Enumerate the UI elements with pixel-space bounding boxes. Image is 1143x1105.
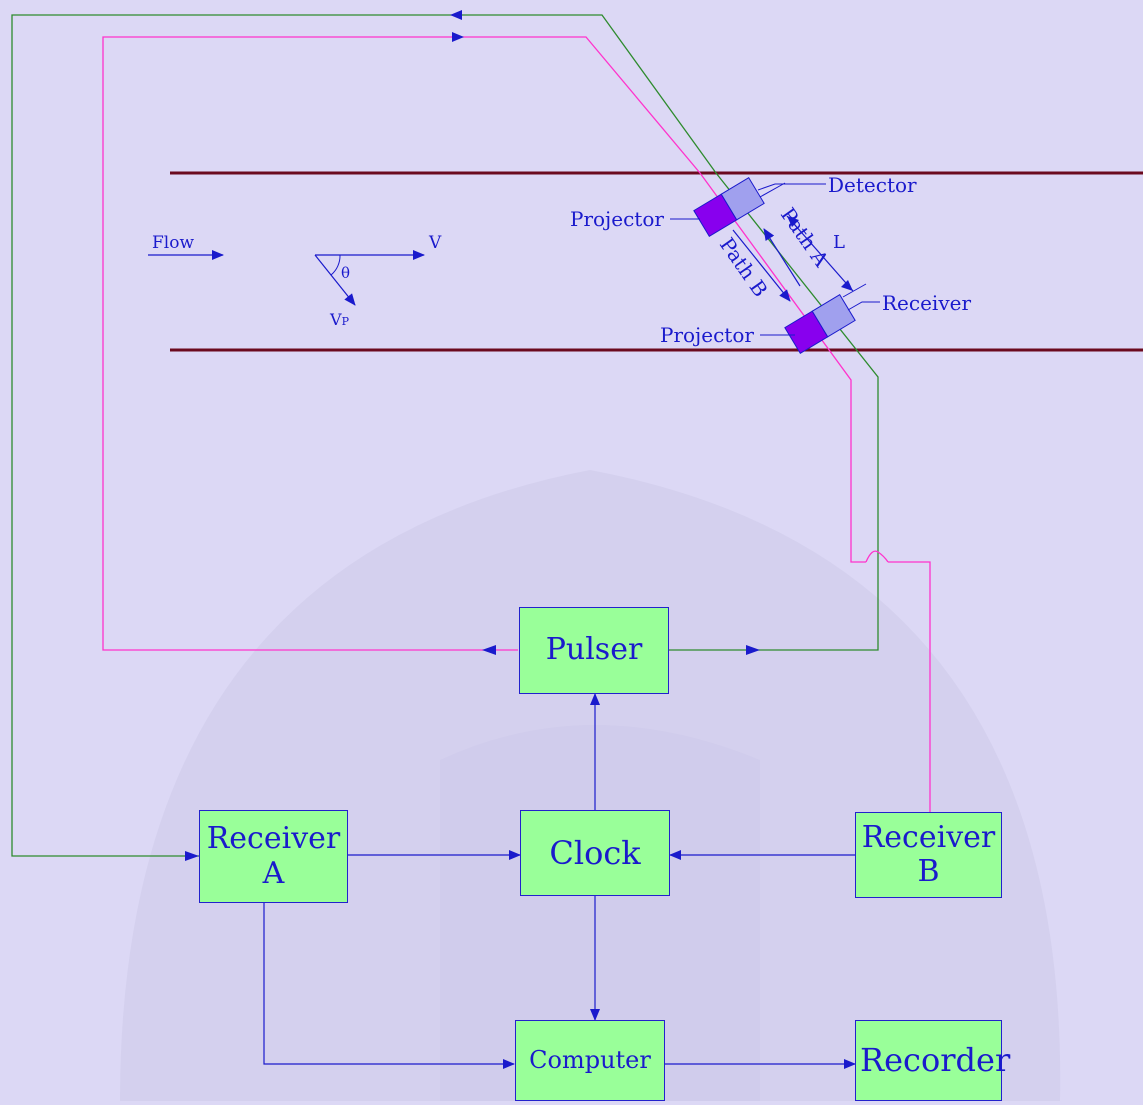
receiver-a-label-line1: Receiver [206,821,341,856]
flow-label: Flow [152,233,194,253]
pulser-label: Pulser [545,632,643,668]
projector-bottom-label: Projector [660,323,754,347]
computer-label: Computer [529,1045,651,1074]
receiver-b-label-line2: B [917,854,940,889]
length-dimension [786,215,854,292]
velocity-p-label: VP [329,310,350,329]
receiver-a-block: Receiver A [199,810,348,903]
receiver-b-label-line1: Receiver [861,819,996,855]
wire-arrow-top-magenta [452,32,464,42]
receiver-a-to-computer [263,903,515,1069]
wire-arrow-receiver-a [185,851,199,861]
theta-label: θ [341,264,350,282]
recorder-block: Recorder [855,1020,1010,1101]
receiver-b-block: Receiver B [855,812,1002,898]
theta-arc [330,254,341,276]
bottom-transducer [784,293,856,355]
clock-label: Clock [549,833,641,872]
receiver-label: Receiver [882,291,971,315]
background-dome [120,470,1061,1101]
velocity-p-arrow [314,254,356,306]
detector-leader [757,183,826,191]
wire-crossover-hop [865,550,889,563]
recorder-label: Recorder [860,1041,1011,1080]
path-b-wire [102,36,866,651]
receiver-a-label-line2: A [262,855,285,891]
path-b-arrow [732,229,791,302]
projector-top-label: Projector [570,207,664,231]
computer-block: Computer [515,1020,665,1101]
path-a-arrow [763,228,801,287]
length-label: L [833,232,845,253]
velocity-label: V [428,233,442,253]
detector-label: Detector [828,173,917,197]
receiver-leader [847,301,880,311]
pulser-block: Pulser [519,607,669,694]
path-b-wire-return [888,561,931,812]
top-transducer [693,176,765,238]
wire-arrow-pulser-right [746,645,760,655]
path-a-wire [11,14,879,857]
clock-block: Clock [520,810,670,896]
wire-arrow-top-left [450,10,462,20]
wire-arrow-pulser-left [482,645,496,655]
